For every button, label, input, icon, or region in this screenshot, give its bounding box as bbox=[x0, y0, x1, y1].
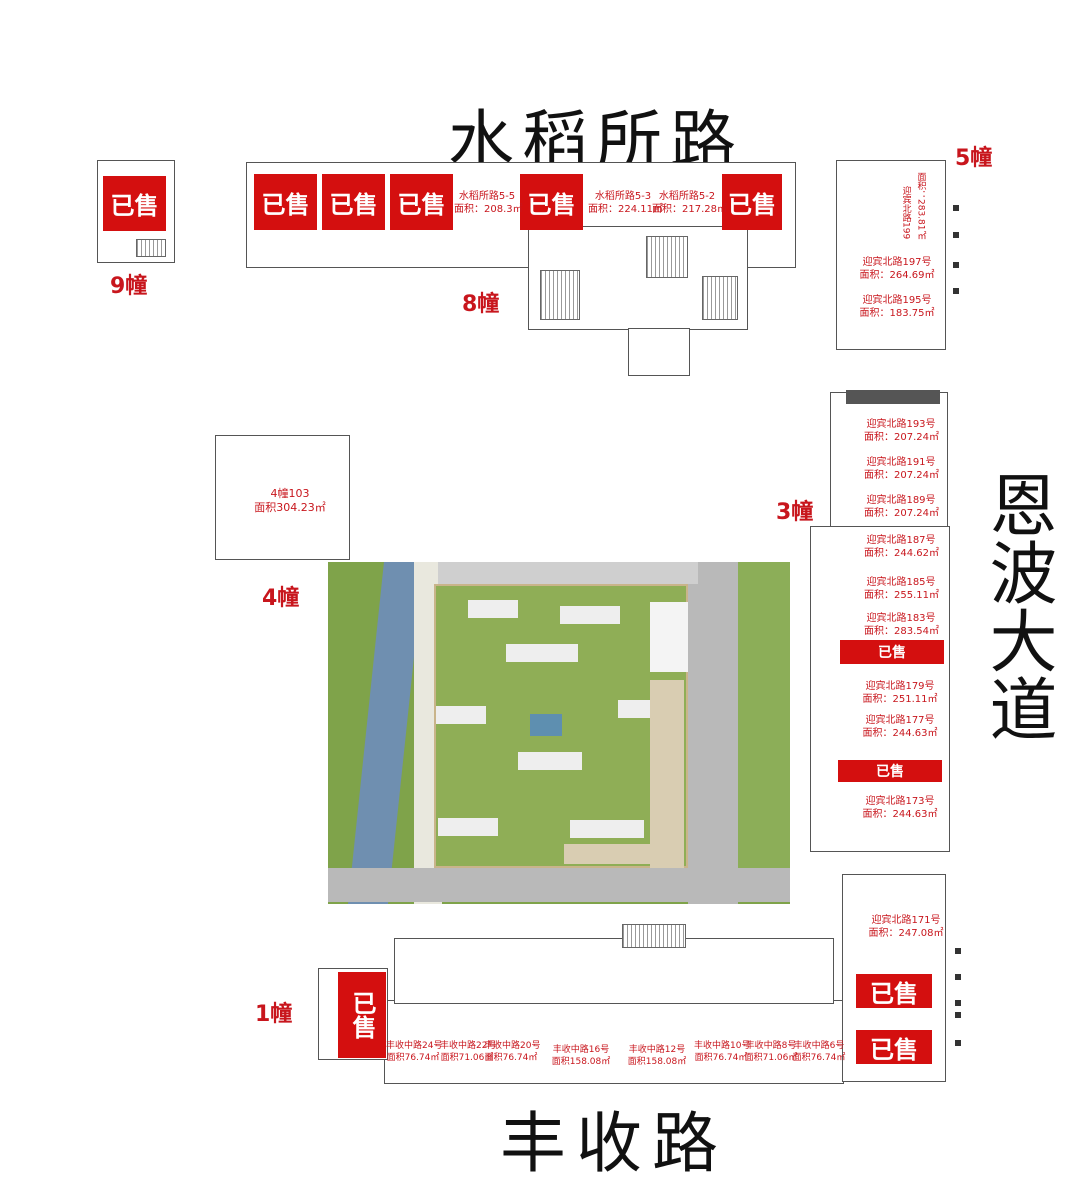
sold-badge: 已售 bbox=[103, 176, 166, 231]
residential-block bbox=[506, 644, 578, 662]
building-8-entrance bbox=[628, 328, 690, 376]
sold-badge: 已售 bbox=[838, 760, 942, 782]
sold-badge: 已售 bbox=[840, 640, 944, 664]
unit-label: 迎宾北路197号面积：264.69㎡ bbox=[859, 257, 935, 281]
unit-label: 迎宾北路199 面积：283.81㎡ bbox=[900, 172, 926, 240]
stair bbox=[540, 270, 580, 320]
site-plan-image bbox=[328, 562, 790, 904]
residential-block bbox=[518, 752, 582, 770]
unit-label: 丰收中路16号面积158.08㎡ bbox=[551, 1045, 611, 1067]
sold-badge: 已售 bbox=[722, 174, 782, 230]
road-east bbox=[688, 562, 738, 904]
unit-label: 丰收中路12号面积158.08㎡ bbox=[627, 1045, 687, 1067]
building-4-label: 4幢 bbox=[262, 586, 300, 611]
unit-label: 迎宾北路179号面积：251.11㎡ bbox=[862, 681, 938, 705]
sold-badge: 已售 bbox=[520, 174, 583, 230]
column-marker bbox=[955, 1040, 961, 1046]
column-marker bbox=[953, 262, 959, 268]
sold-badge: 已售 bbox=[322, 174, 385, 230]
unit-label: 迎宾北路185号面积：255.11㎡ bbox=[864, 577, 939, 601]
column-marker bbox=[955, 974, 961, 980]
column-marker bbox=[953, 288, 959, 294]
unit-label: 丰收中路6号面积76.74㎡ bbox=[792, 1041, 846, 1063]
unit-label: 迎宾北路173号面积：244.63㎡ bbox=[862, 796, 938, 820]
building-4-plan bbox=[215, 435, 350, 560]
unit-label: 迎宾北路177号面积：244.63㎡ bbox=[862, 715, 938, 739]
building-5-plan bbox=[836, 160, 946, 350]
road-south bbox=[328, 868, 790, 902]
building-3-plan bbox=[830, 392, 948, 528]
unit-label: 丰收中路20号面积76.74㎡ bbox=[484, 1041, 541, 1063]
sold-badge: 已售 bbox=[254, 174, 317, 230]
column-marker bbox=[955, 948, 961, 954]
road-north bbox=[438, 562, 698, 584]
unit-label: 丰收中路8号面积71.06㎡ bbox=[744, 1041, 798, 1063]
stair bbox=[622, 924, 686, 948]
sold-badge: 已售 bbox=[338, 972, 386, 1058]
building-3-plan-lower bbox=[810, 526, 950, 852]
unit-label: 迎宾北路191号面积：207.24㎡ bbox=[864, 457, 939, 481]
commercial-strip bbox=[650, 680, 684, 868]
sold-badge: 已售 bbox=[856, 1030, 932, 1064]
unit-label: 丰收中路24号面积76.74㎡ bbox=[386, 1041, 443, 1063]
court bbox=[650, 602, 688, 672]
unit-label: 迎宾北路195号面积：183.75㎡ bbox=[859, 295, 935, 319]
column-marker bbox=[955, 1000, 961, 1006]
column-marker bbox=[953, 205, 959, 211]
building-9-label: 9幢 bbox=[110, 274, 148, 299]
east-road-title-text: 恩波大道 bbox=[977, 470, 1056, 742]
south-road-title: 丰收路 bbox=[500, 1105, 728, 1182]
residential-block bbox=[560, 606, 620, 624]
stair bbox=[702, 276, 738, 320]
commercial-strip bbox=[564, 844, 684, 864]
residential-block bbox=[468, 600, 518, 618]
unit-label: 迎宾北路187号面积：244.62㎡ bbox=[864, 535, 939, 559]
unit-label: 迎宾北路189号面积：207.24㎡ bbox=[864, 495, 939, 519]
column-marker bbox=[955, 1012, 961, 1018]
building-1-label: 1幢 bbox=[255, 1002, 293, 1027]
unit-label: 迎宾北路183号面积：283.54㎡ bbox=[864, 613, 939, 637]
building-1-plan bbox=[384, 1000, 844, 1084]
sold-badge: 已售 bbox=[390, 174, 453, 230]
residential-block bbox=[570, 820, 644, 838]
building-1-upper bbox=[394, 938, 834, 1004]
building-8-label: 8幢 bbox=[462, 292, 500, 317]
unit-label: 丰收中路22号面积71.06㎡ bbox=[440, 1041, 497, 1063]
stair bbox=[646, 236, 688, 278]
residential-block bbox=[618, 700, 660, 718]
unit-label: 迎宾北路171号面积：247.08㎡ bbox=[868, 915, 944, 939]
unit-label: 丰收中路10号面积76.74㎡ bbox=[694, 1041, 751, 1063]
building-5-label: 5幢 bbox=[955, 146, 993, 171]
stair bbox=[136, 239, 166, 257]
green-field bbox=[738, 562, 790, 868]
building-3-roof bbox=[846, 390, 940, 404]
pool bbox=[530, 714, 562, 736]
residential-block bbox=[436, 706, 486, 724]
river bbox=[348, 562, 424, 904]
sold-text: 已售 bbox=[348, 991, 376, 1039]
residential-block bbox=[438, 818, 498, 836]
building-3-label: 3幢 bbox=[776, 500, 814, 525]
sold-badge: 已售 bbox=[856, 974, 932, 1008]
east-road-title: 恩波大道 bbox=[970, 470, 1056, 742]
column-marker bbox=[953, 232, 959, 238]
unit-label: 迎宾北路193号面积：207.24㎡ bbox=[864, 419, 939, 443]
